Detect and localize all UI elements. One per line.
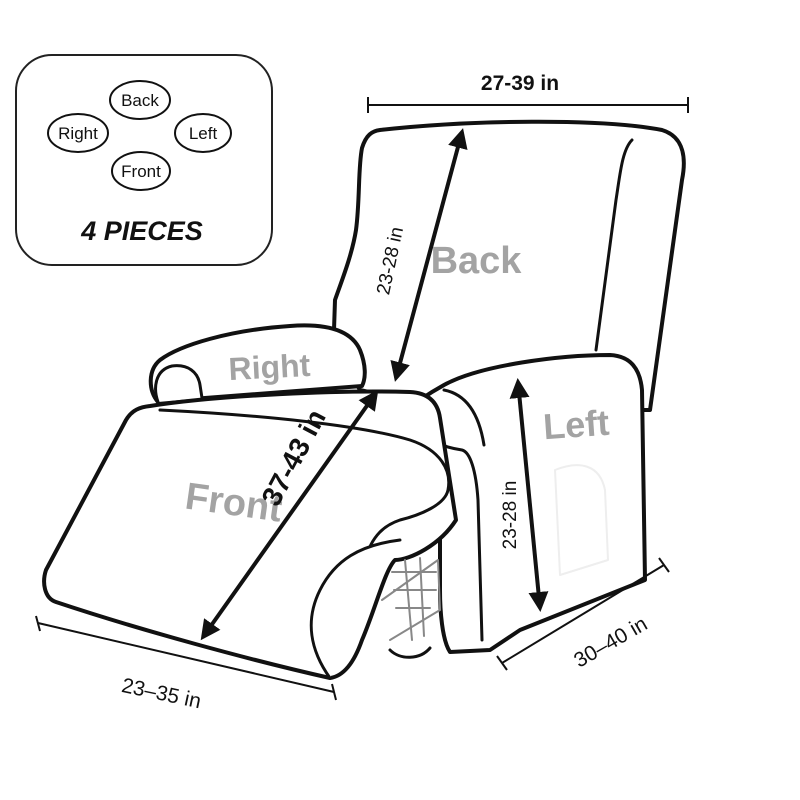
legend-pill-right-label: Right: [58, 124, 98, 143]
dimension-left-height-label: 23-28 in: [500, 481, 521, 550]
legend-pill-front-label: Front: [121, 162, 161, 181]
right-armrest: [148, 323, 367, 404]
right-armrest-front: [154, 364, 204, 404]
legend-pill-left-label: Left: [189, 124, 218, 143]
part-label-right: Right: [228, 347, 312, 387]
dimension-depth-label: 30–40 in: [570, 612, 651, 672]
dimension-back-width: 27-39 in: [367, 72, 689, 113]
back-side-seam: [594, 138, 634, 352]
legend-pill-back-label: Back: [121, 91, 159, 110]
dimension-back-width-label: 27-39 in: [481, 72, 559, 95]
part-label-back: Back: [431, 240, 523, 282]
recliner-mechanism: [381, 557, 441, 659]
pieces-count-label: 4 PIECES: [80, 216, 203, 246]
legend-pill-back: Back: [109, 80, 171, 120]
dimension-left-height: 23-28 in: [500, 378, 549, 612]
legend-pill-front: Front: [111, 151, 171, 191]
dimension-front-width-label: 23–35 in: [120, 674, 204, 713]
pieces-legend: Back Right Left Front 4 PIECES: [15, 54, 273, 266]
legend-pill-right: Right: [47, 113, 109, 153]
left-side-panel-detail: [554, 464, 609, 576]
left-armrest-top-seam: [442, 388, 486, 447]
part-label-left: Left: [542, 402, 611, 448]
legend-pill-left: Left: [174, 113, 232, 153]
